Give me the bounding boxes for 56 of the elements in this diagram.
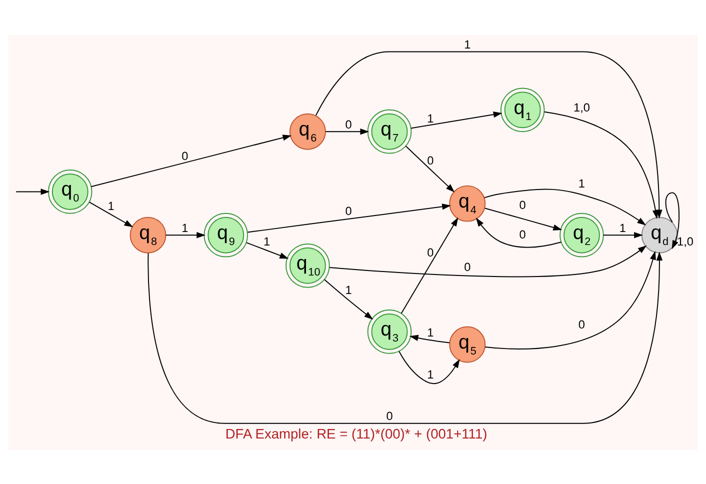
node-circle: q$_{1}$ — [500, 87, 545, 132]
caption: DFA Example: RE = (11)*(00)* + (001+111) — [225, 426, 488, 441]
edge-label: 0 — [427, 153, 434, 168]
arrow — [405, 145, 455, 192]
arrow — [544, 110, 659, 218]
arrow — [484, 207, 562, 230]
arrow — [400, 216, 458, 314]
arrow — [665, 192, 680, 249]
arrow — [148, 251, 663, 424]
edge-label: 1 — [619, 220, 626, 234]
arrow — [90, 134, 292, 187]
arrow — [484, 188, 646, 225]
edge-label: 1 — [427, 110, 434, 125]
node-circle: q$_{10}$ — [286, 242, 330, 288]
edge-label: 0 — [464, 260, 471, 274]
arrow — [484, 250, 656, 349]
edge-label: 0 — [345, 204, 352, 218]
edge-label: 1 — [108, 198, 114, 213]
edge-label: 1 — [182, 220, 188, 234]
edge-label: 0 — [519, 198, 526, 212]
edge-label: 0 — [182, 148, 188, 162]
arrow — [409, 334, 450, 343]
arrow — [602, 232, 643, 238]
edge-label: 1 — [345, 282, 352, 296]
edge-label: 1 — [464, 36, 471, 51]
edge-label: 0 — [519, 227, 526, 242]
edge-label: 0 — [427, 244, 434, 259]
node-circle: q$_{8}$ — [130, 216, 166, 253]
arrow — [247, 203, 452, 232]
arrow — [246, 242, 289, 258]
node-circle: q$_{3}$ — [367, 309, 412, 354]
edge-label: 0 — [578, 316, 586, 331]
arrow — [398, 350, 460, 384]
arrow — [165, 232, 206, 238]
edge-label: 1 — [263, 234, 270, 248]
edge-label: 1 — [427, 324, 434, 339]
arrow — [16, 188, 50, 194]
edge-label: 1 — [427, 367, 434, 382]
arrow — [476, 217, 562, 248]
edge-label: 1 — [578, 176, 586, 190]
node-circle: q$_{2}$ — [560, 212, 604, 257]
node-circle: q$_{7}$ — [367, 108, 412, 154]
arrow — [329, 244, 647, 277]
node-circle: q$_{0}$ — [48, 169, 92, 214]
arrow — [88, 201, 134, 227]
node-circle: q$_{4}$ — [449, 184, 486, 222]
edge-label: 1,0 — [677, 234, 694, 248]
arrow — [410, 111, 502, 128]
edge-label: 0 — [386, 408, 393, 423]
node-circle: q$_{5}$ — [449, 326, 486, 362]
arrow — [325, 128, 370, 134]
edge-label: 1,0 — [574, 100, 590, 114]
edge-label: 0 — [345, 116, 352, 131]
node-circle: q$_{9}$ — [204, 212, 248, 257]
node-circle: q$_{6}$ — [289, 112, 326, 150]
arrow — [324, 278, 374, 320]
